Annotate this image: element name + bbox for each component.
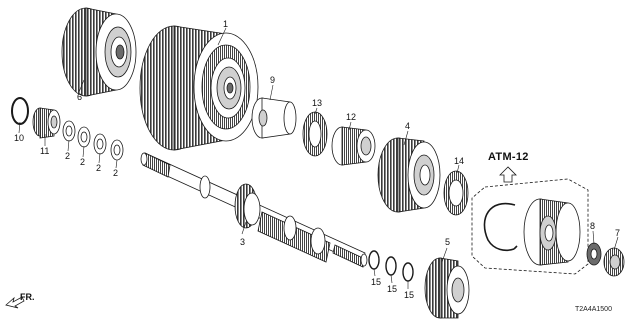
callout-9: 9: [270, 75, 276, 85]
part-14-thrust-washer: [443, 170, 469, 216]
front-direction-label: FR.: [20, 292, 35, 302]
part-2-shims: [62, 120, 124, 161]
callout-5: 5: [445, 237, 451, 247]
drawing-code: T2A4A1500: [575, 306, 612, 313]
callout-2: 2: [80, 157, 86, 167]
callout-4: 4: [405, 121, 411, 131]
part-5-gear: [424, 257, 470, 319]
callout-12: 12: [346, 112, 357, 122]
front-direction-arrow: [5, 296, 25, 309]
callout-8: 8: [590, 221, 596, 231]
callout-2: 2: [113, 168, 119, 178]
part-8-washer: [586, 242, 602, 266]
part-3-mainshaft: [140, 152, 368, 268]
part-11-bearing: [32, 107, 61, 139]
leader-lines: [18, 27, 619, 289]
part-6-clutch-drum: [61, 7, 137, 97]
part-9-collar: [251, 97, 297, 139]
callout-15: 15: [387, 284, 398, 294]
part-1-clutch-assembly: [139, 25, 259, 151]
callout-13: 13: [312, 98, 323, 108]
callout-6: 6: [77, 92, 83, 102]
callout-15: 15: [404, 290, 415, 300]
section-reference-label: ATM-12: [488, 151, 529, 163]
atm-12-reference-box: [471, 166, 589, 275]
callout-7: 7: [615, 228, 621, 238]
callout-11: 11: [40, 146, 50, 156]
part-12-needle-bearing: [331, 126, 376, 166]
callout-1: 1: [223, 19, 229, 29]
callout-14: 14: [454, 156, 465, 166]
callout-15: 15: [371, 277, 382, 287]
part-10-snap-ring: [11, 97, 29, 125]
callout-10: 10: [14, 133, 25, 143]
part-13-thrust-bearing: [302, 111, 328, 157]
part-7-lock-nut: [603, 247, 625, 277]
callout-2: 2: [65, 151, 71, 161]
callout-2: 2: [96, 163, 102, 173]
part-4-gear: [377, 137, 441, 213]
callout-3: 3: [240, 237, 246, 247]
